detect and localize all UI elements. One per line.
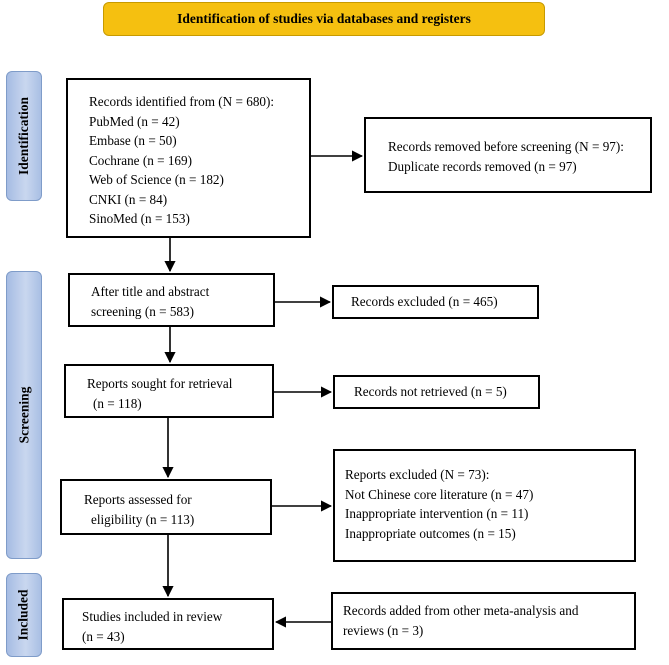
records-removed-box: Records removed before screening (N = 97… (364, 117, 652, 193)
reports-excluded-box: Reports excluded (N = 73): Not Chinese c… (333, 449, 636, 562)
source-pubmed: PubMed (n = 42) (89, 113, 180, 129)
records-removed-total: Records removed before screening (N = 97… (388, 139, 624, 154)
studies-included-line-2: (n = 43) (82, 628, 125, 644)
source-embase: Embase (n = 50) (89, 133, 177, 148)
after-title-screening-box: After title and abstract screening (n = … (68, 273, 275, 327)
duplicate-records-removed: Duplicate records removed (n = 97) (388, 158, 577, 174)
reports-sought-box: Reports sought for retrieval (n = 118) (64, 364, 274, 418)
reports-sought-line-1: Reports sought for retrieval (87, 376, 233, 391)
records-not-retrieved-box: Records not retrieved (n = 5) (333, 375, 540, 409)
reason-inappropriate-outcomes: Inappropriate outcomes (n = 15) (345, 525, 516, 541)
reports-sought-line-2: (n = 118) (93, 395, 142, 411)
reports-assessed-line-2: eligibility (n = 113) (91, 511, 195, 527)
reason-not-core-literature: Not Chinese core literature (n = 47) (345, 486, 534, 502)
diagram-title: Identification of studies via databases … (103, 2, 545, 36)
records-not-retrieved-text: Records not retrieved (n = 5) (354, 384, 507, 399)
records-added-line-1: Records added from other meta-analysis a… (343, 603, 579, 618)
records-identified-box: Records identified from (N = 680): PubMe… (66, 78, 311, 238)
stage-included: Included (6, 573, 42, 657)
source-cochrane: Cochrane (n = 169) (89, 152, 193, 168)
stage-screening: Screening (6, 271, 42, 559)
reports-assessed-line-1: Reports assessed for (84, 492, 192, 507)
records-excluded-text: Records excluded (n = 465) (351, 294, 498, 309)
after-title-line-1: After title and abstract (91, 284, 210, 299)
stage-identification: Identification (6, 71, 42, 201)
source-cnki: CNKI (n = 84) (89, 191, 168, 207)
studies-included-line-1: Studies included in review (82, 609, 223, 624)
source-sinomed: SinoMed (n = 153) (89, 211, 190, 226)
diagram-title-text: Identification of studies via databases … (177, 11, 471, 26)
studies-included-box: Studies included in review (n = 43) (62, 598, 274, 650)
records-added-box: Records added from other meta-analysis a… (331, 592, 636, 650)
reason-inappropriate-intervention: Inappropriate intervention (n = 11) (345, 506, 529, 521)
records-added-line-2: reviews (n = 3) (343, 622, 424, 638)
reports-excluded-total: Reports excluded (N = 73): (345, 467, 490, 482)
records-excluded-box: Records excluded (n = 465) (332, 285, 539, 319)
records-identified-total: Records identified from (N = 680): (89, 94, 275, 109)
reports-assessed-box: Reports assessed for eligibility (n = 11… (60, 479, 272, 535)
source-web-of-science: Web of Science (n = 182) (89, 172, 224, 187)
after-title-line-2: screening (n = 583) (91, 303, 195, 319)
